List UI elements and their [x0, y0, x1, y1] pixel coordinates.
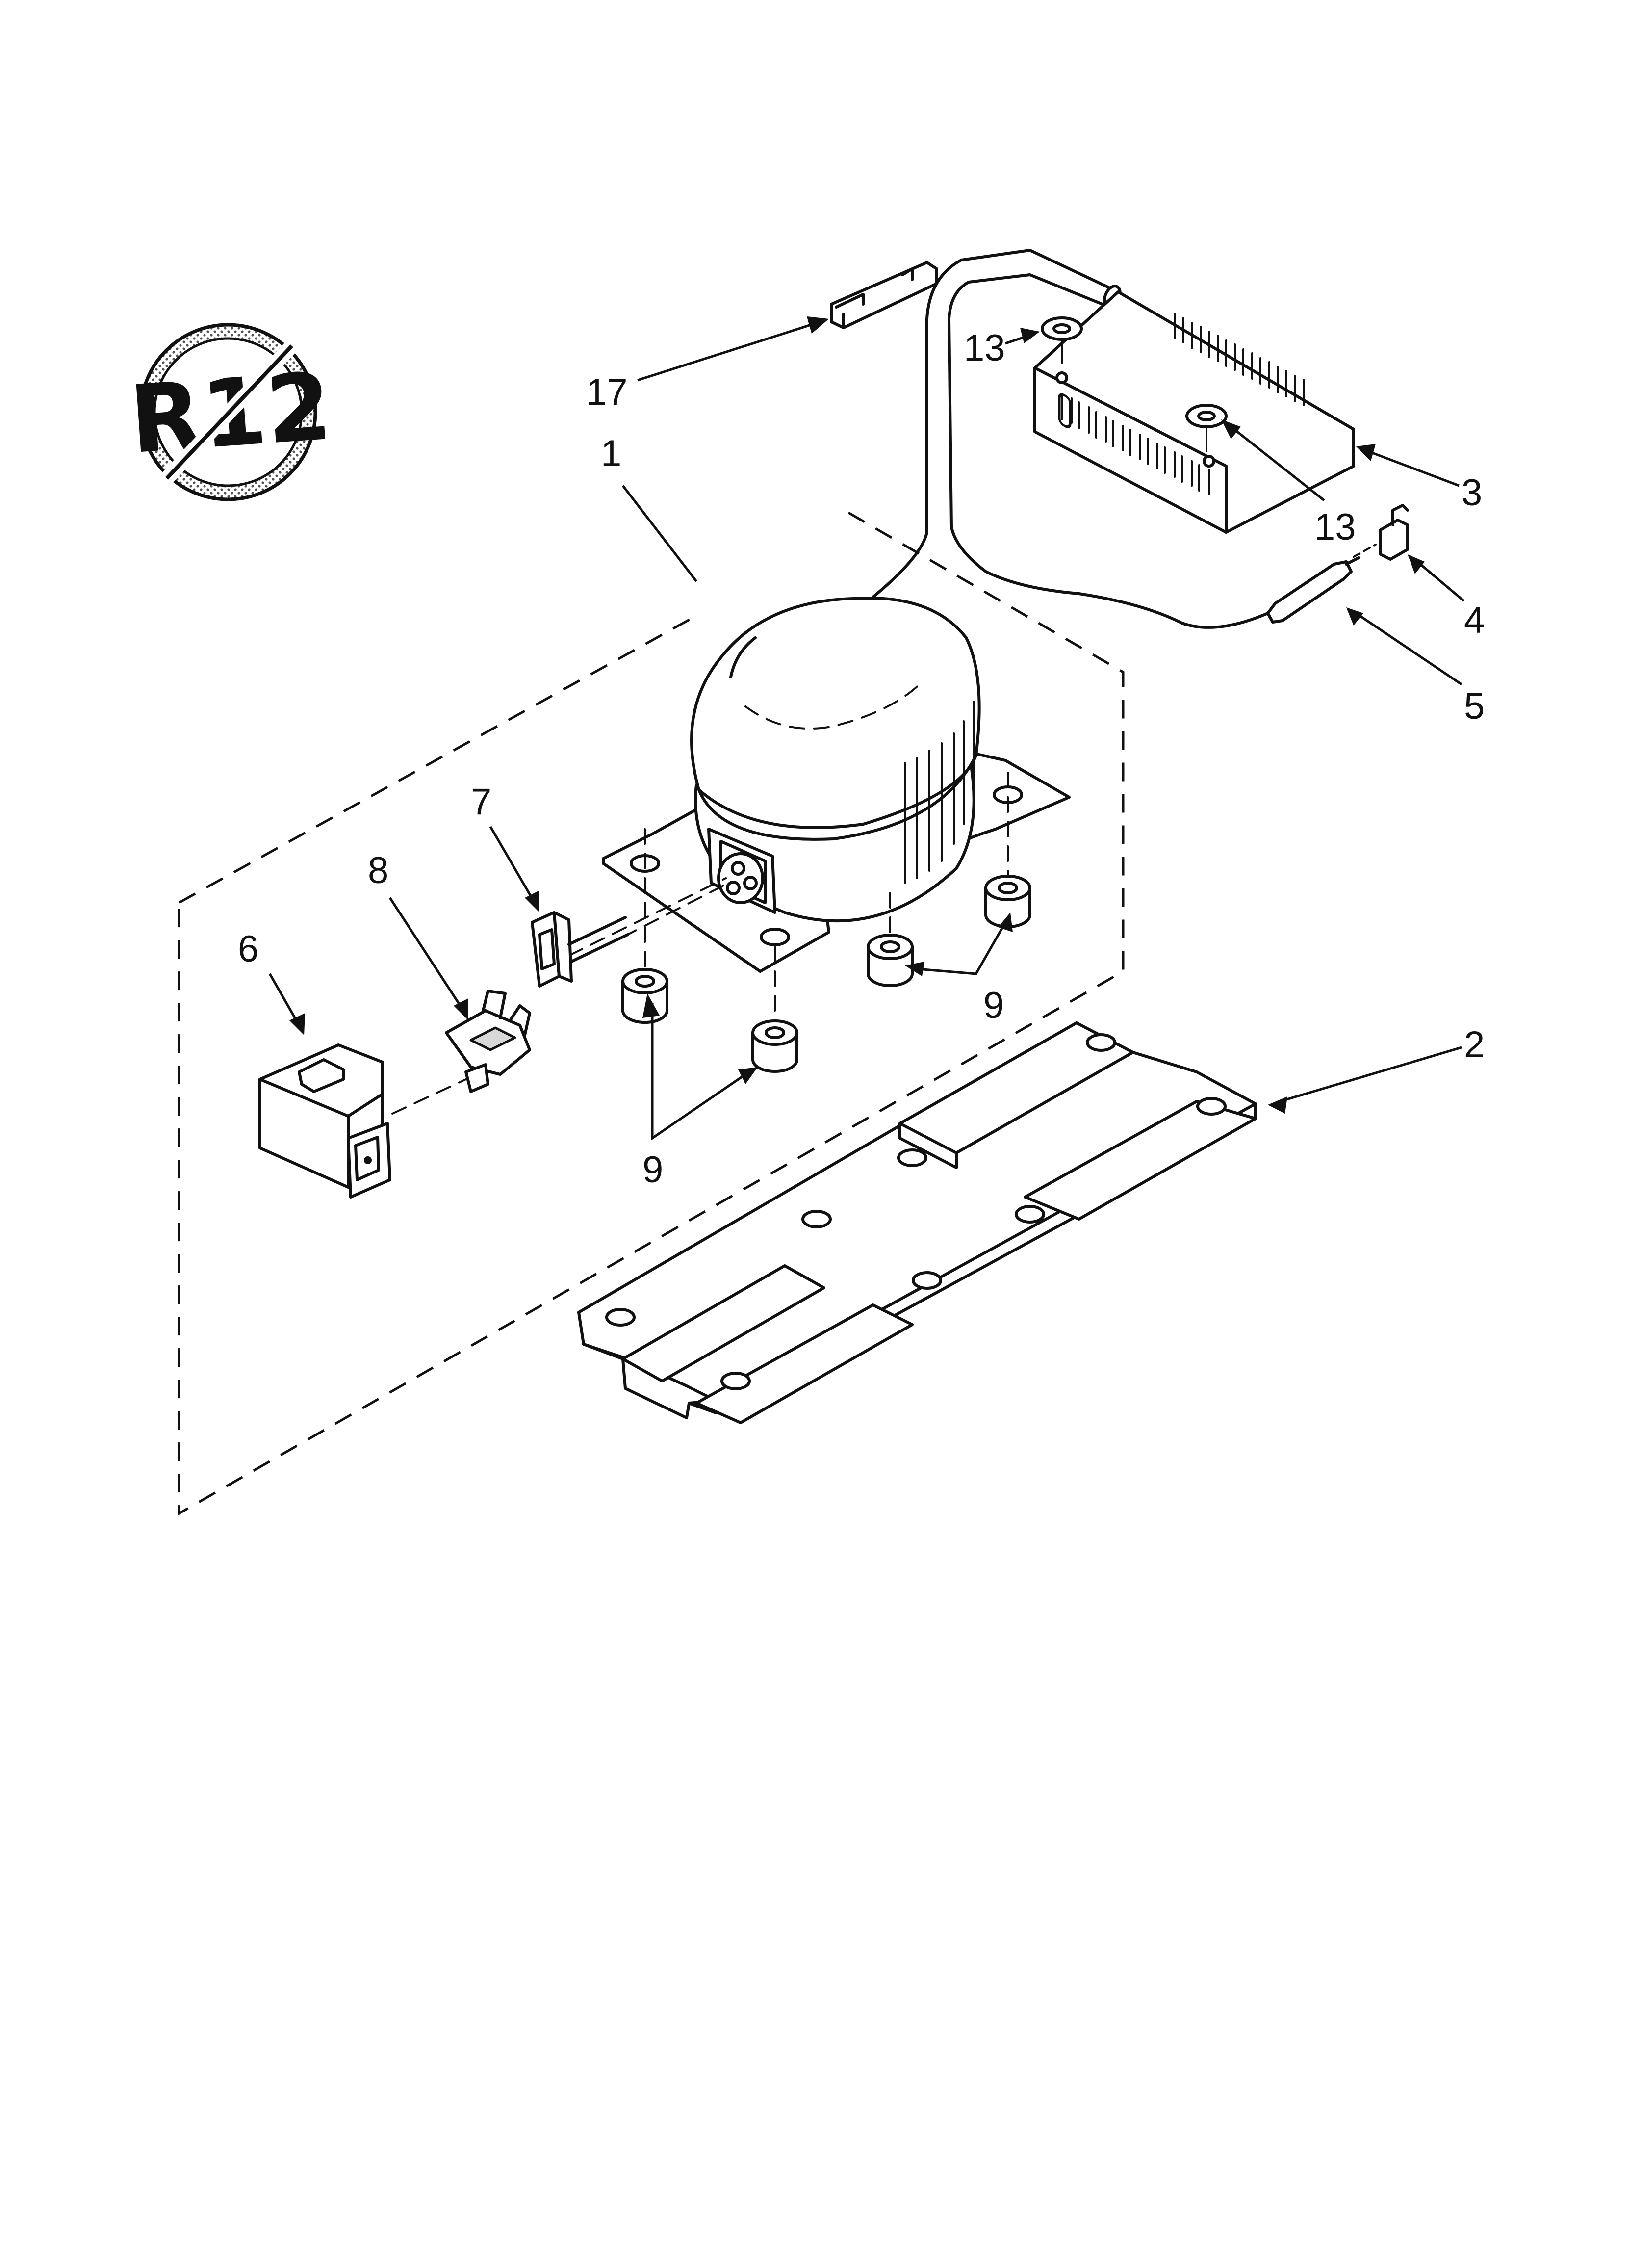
- callout-labels: 17 13 13 1 3 4 5 7 8 6 9 9 2: [238, 327, 1485, 1191]
- callout-9-left: 9: [642, 1149, 663, 1191]
- part-9-grommet-2: [751, 1019, 798, 1073]
- boundary-top-left: [178, 614, 697, 904]
- callout-2: 2: [1464, 1024, 1485, 1066]
- callout-leaders: [268, 316, 1465, 1141]
- callout-4: 4: [1464, 600, 1485, 641]
- part-6-relay: [258, 1043, 391, 1199]
- mount-guide-lines: [391, 772, 1009, 1115]
- part-8-relay-bracket: [445, 990, 531, 1093]
- part-9-grommet-4: [984, 875, 1031, 928]
- part-9-grommet-3: [867, 934, 914, 987]
- callout-7: 7: [471, 781, 491, 823]
- part-2-base-plate: [577, 1021, 1257, 1424]
- callout-5: 5: [1464, 685, 1485, 727]
- part-7-connector: [531, 911, 629, 988]
- callout-9-right: 9: [983, 985, 1004, 1026]
- part-4-clip: [1353, 504, 1409, 561]
- compressor-body: [602, 597, 1071, 973]
- part-13-grommet-lower: [1185, 404, 1228, 452]
- part-5-filter-drier: [1266, 556, 1360, 624]
- callout-13-upper: 13: [964, 327, 1005, 369]
- compressor-tubing: [864, 249, 1269, 629]
- callout-8: 8: [368, 850, 388, 891]
- part-17-clip: [830, 261, 938, 329]
- callout-1: 1: [601, 433, 621, 474]
- callout-3: 3: [1462, 472, 1482, 514]
- callout-6: 6: [238, 928, 258, 970]
- no-r12-badge: R12: [127, 323, 335, 501]
- callout-13-lower: 13: [1314, 506, 1356, 548]
- callout-17: 17: [586, 371, 628, 413]
- part-13-grommet-upper: [1041, 316, 1083, 364]
